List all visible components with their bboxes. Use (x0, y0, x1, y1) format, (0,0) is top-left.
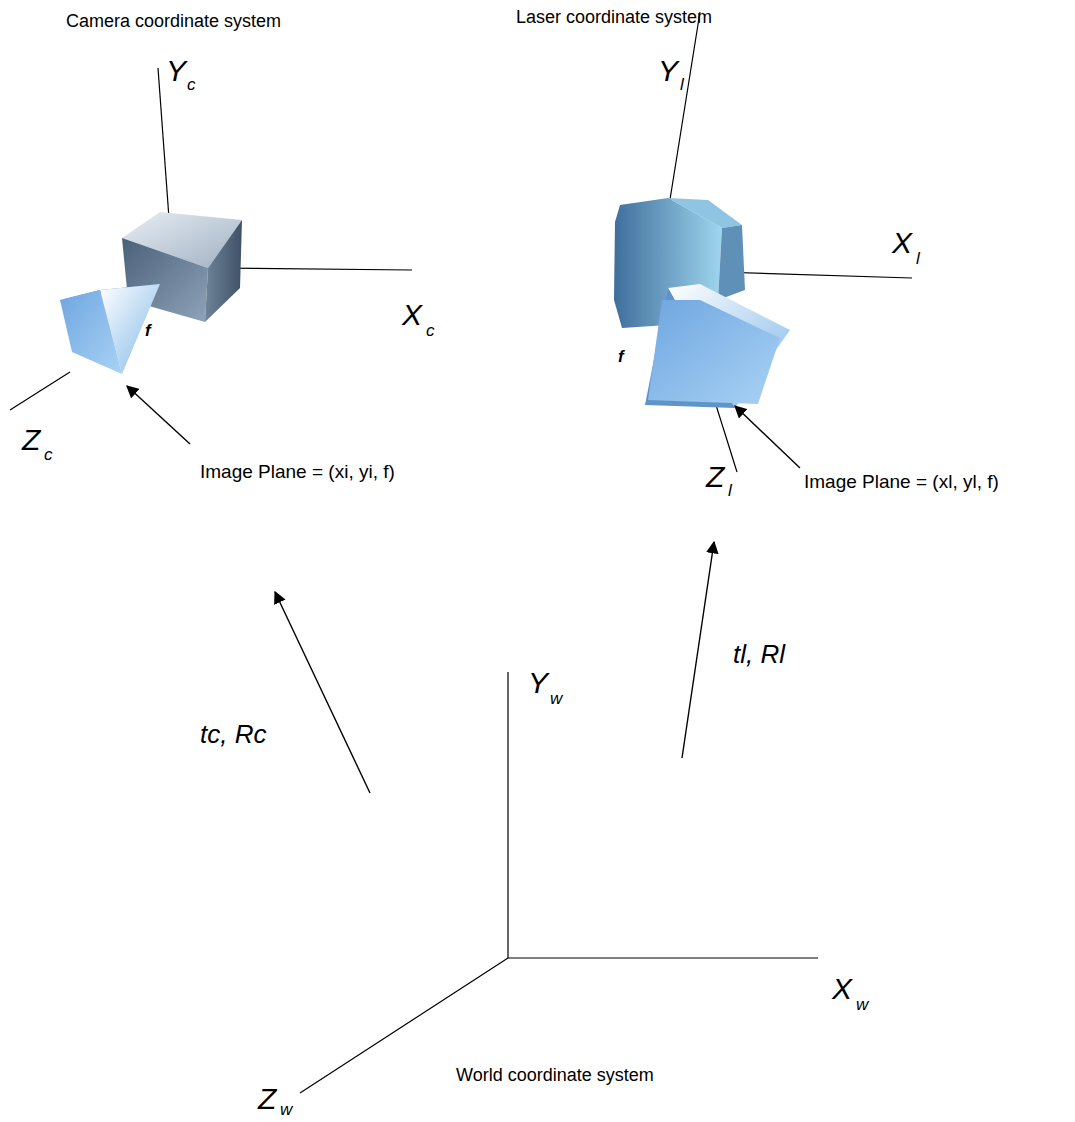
axis-label: X (832, 972, 852, 1005)
axis-label: X (892, 226, 912, 259)
axis-label: Z (258, 1082, 276, 1115)
focal-label: f (618, 348, 624, 367)
camera-image-plane (60, 284, 160, 374)
axes (10, 12, 912, 1093)
focal-label: f (145, 322, 151, 341)
transform-label: tl, Rl (733, 640, 785, 669)
axis-subscript: w (280, 1101, 292, 1120)
image-plane-label: Image Plane = (xi, yi, f) (200, 462, 395, 483)
axis-subscript: c (44, 446, 53, 465)
arrows (127, 386, 800, 793)
axis-subscript: l (916, 250, 920, 269)
axis-subscript: c (426, 322, 435, 341)
system-title: Camera coordinate system (66, 12, 281, 32)
laser-image-plane (645, 284, 790, 408)
axis-subscript: c (187, 76, 196, 95)
axis-label: Z (706, 460, 724, 493)
axis-label: Y (658, 54, 678, 87)
axis-label: Y (166, 54, 186, 87)
axis-label: Y (528, 666, 548, 699)
axis-subscript: w (856, 996, 868, 1015)
axis-label: X (402, 298, 422, 331)
axis-subscript: l (728, 482, 732, 501)
axis-subscript: w (550, 690, 562, 709)
transform-label: tc, Rc (200, 720, 266, 749)
system-title: Laser coordinate system (516, 8, 712, 28)
system-title: World coordinate system (456, 1066, 654, 1086)
image-plane-label: Image Plane = (xl, yl, f) (804, 472, 999, 493)
axis-label: Z (22, 423, 40, 456)
axis-subscript: l (680, 76, 684, 95)
